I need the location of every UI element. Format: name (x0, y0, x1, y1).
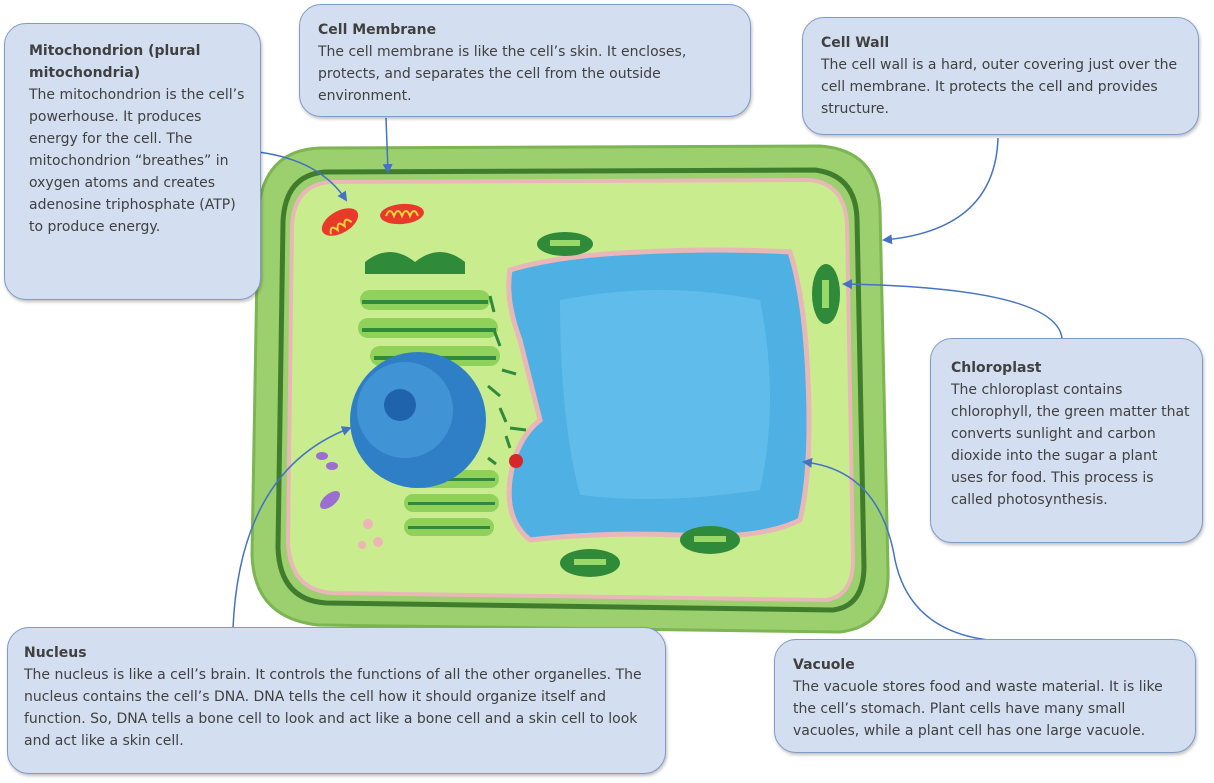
callout-title: Vacuole (793, 657, 855, 673)
chloroplast-group (537, 232, 840, 577)
mitochondrion-cristae (385, 210, 419, 219)
er-band (408, 478, 495, 481)
golgi-body (365, 252, 465, 274)
callout-title: Nucleus (24, 645, 87, 661)
chloroplast-grana (574, 559, 606, 565)
callout-title: Cell Wall (821, 35, 890, 51)
er-band (362, 300, 488, 304)
callout-text: The cell wall is a hard, outer covering … (821, 57, 1178, 117)
arrow-chloroplast (842, 279, 1063, 339)
arrow-vacuole (802, 457, 989, 641)
mitochondrion-cristae (329, 218, 353, 235)
endoplasmic-reticulum (358, 252, 500, 536)
chloroplast-grana (822, 280, 829, 308)
callout-mitochondrion: Mitochondrion (plural mitochondria) The … (4, 23, 261, 300)
callout-cell-membrane: Cell Membrane The cell membrane is like … (299, 4, 751, 117)
nucleolus (384, 389, 416, 421)
ribosomes (487, 295, 527, 466)
callout-title: Chloroplast (951, 360, 1042, 376)
connector-arrows (232, 117, 1063, 641)
er-band (362, 328, 496, 332)
er-band (408, 502, 495, 505)
arrow-mitochondrion (257, 151, 348, 202)
er-band (408, 526, 490, 529)
callout-text: The mitochondrion is the cell’s powerhou… (29, 87, 245, 235)
arrow-wall (882, 137, 999, 245)
arrow-nucleus (232, 426, 352, 629)
callout-nucleus: Nucleus The nucleus is like a cell’s bra… (7, 627, 666, 774)
callout-title: Mitochondrion (plural mitochondria) (29, 43, 201, 81)
vacuole-highlight (560, 290, 770, 499)
callout-title: Cell Membrane (318, 22, 437, 38)
cell-membrane-outer (275, 167, 867, 613)
callout-text: The vacuole stores food and waste materi… (793, 679, 1163, 739)
callout-chloroplast: Chloroplast The chloroplast contains chl… (930, 338, 1203, 543)
callout-vacuole: Vacuole The vacuole stores food and wast… (774, 639, 1196, 753)
callout-text: The cell membrane is like the cell’s ski… (318, 44, 687, 104)
vesicles (316, 452, 383, 549)
red-organelle (509, 454, 523, 468)
callout-text: The chloroplast contains chlorophyll, th… (951, 382, 1190, 508)
chloroplast-grana (694, 536, 726, 542)
callout-cell-wall: Cell Wall The cell wall is a hard, outer… (802, 17, 1199, 135)
mitochondria-group (321, 203, 424, 236)
arrow-membrane (382, 117, 393, 174)
chloroplast-grana (550, 240, 580, 246)
callout-text: The nucleus is like a cell’s brain. It c… (24, 667, 642, 749)
